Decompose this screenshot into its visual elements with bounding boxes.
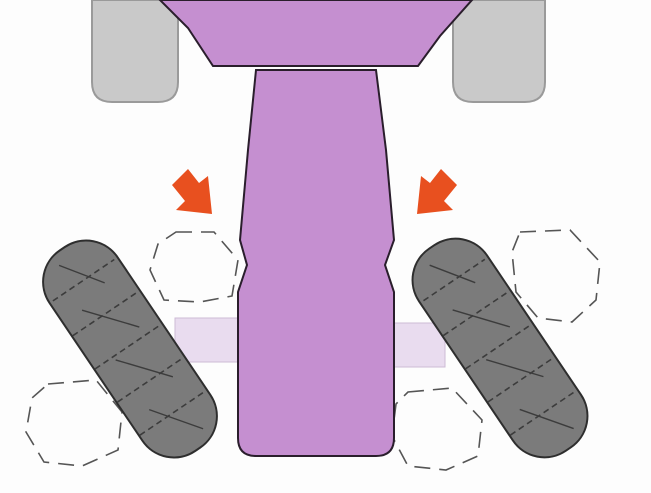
arrow-down-right-icon (172, 169, 212, 214)
ghost-wheel-right-lower (391, 387, 483, 471)
ghost-wheel-left-upper (149, 231, 239, 303)
rear-right-wheel (452, 0, 546, 103)
chassis-upper-body (158, 0, 474, 67)
arrow-down-left-icon (417, 169, 457, 214)
chassis-central-column (237, 69, 396, 457)
rear-left-wheel (91, 0, 179, 103)
left-axle-bar (174, 317, 248, 363)
ghost-wheel-right-upper (511, 229, 601, 323)
ghost-wheel-left-lower (25, 379, 123, 467)
right-tilted-tire (411, 237, 589, 459)
left-tilted-tire (42, 239, 218, 459)
